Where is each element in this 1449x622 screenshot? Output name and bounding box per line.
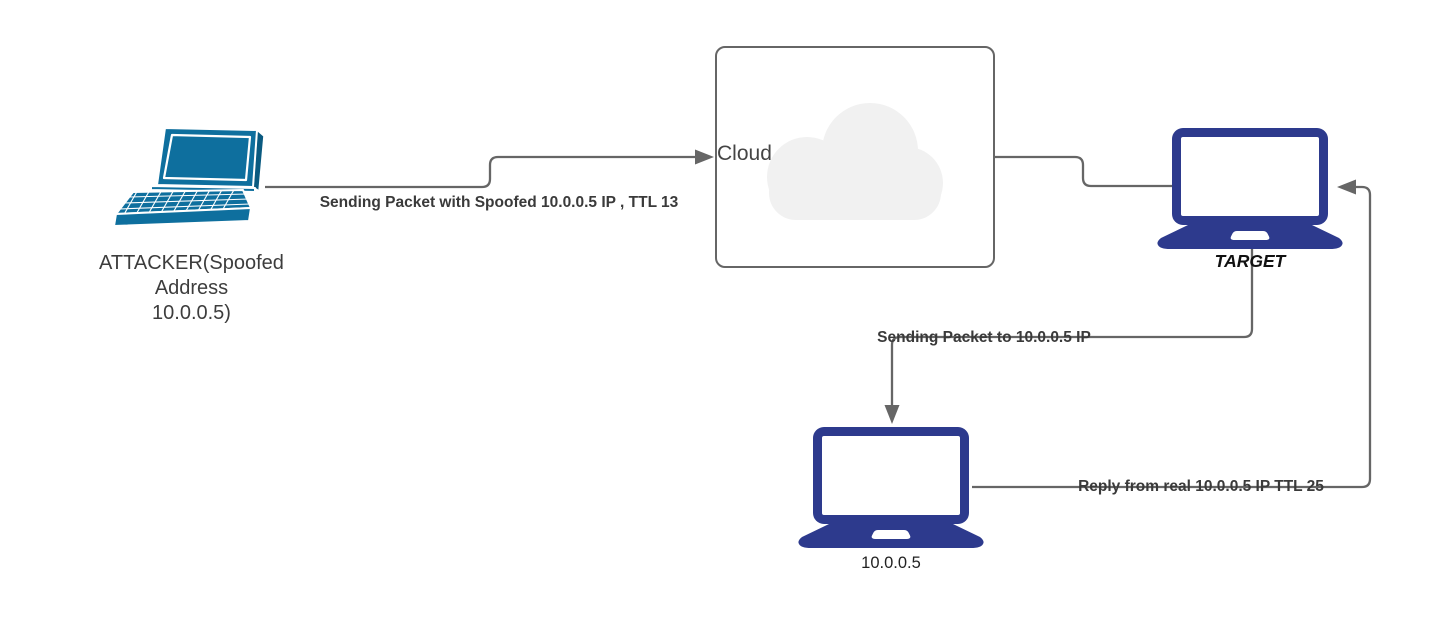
attacker-laptop-icon [113,125,267,228]
edge-label-sending-packet: Sending Packet to 10.0.0.5 IP [877,329,1091,346]
attacker-caption-line2: Address [154,277,229,299]
edge-target-to-real-host [890,248,1254,406]
real-host-laptop-icon [794,427,988,549]
attacker-caption: ATTACKER(Spoofed Address 10.0.0.5) [84,251,299,326]
edge-real-host-to-target [972,185,1372,489]
real-host-caption: 10.0.0.5 [861,554,921,572]
cloud-label: Cloud [717,142,772,165]
edge-label-reply-packet: Reply from real 10.0.0.5 IP TTL 25 [1078,478,1324,495]
attacker-caption-line3: 10.0.0.5) [152,302,231,324]
target-caption: TARGET [1214,251,1286,271]
arrowhead-into-real-host [884,405,900,424]
target-laptop-icon [1153,128,1347,250]
node-attacker [113,125,267,228]
node-target [1153,128,1347,250]
cloud-icon [767,103,943,220]
node-cloud: Cloud [715,46,995,268]
edge-attacker-to-cloud [265,155,696,189]
arrowhead-into-cloud [695,149,714,165]
attacker-caption-line1: ATTACKER(Spoofed [99,252,284,274]
node-real-host [794,427,988,549]
edge-cloud-to-target [995,155,1172,188]
arrowhead-into-target [1337,179,1356,195]
edge-label-spoofed-packet: Sending Packet with Spoofed 10.0.0.5 IP … [320,194,679,211]
